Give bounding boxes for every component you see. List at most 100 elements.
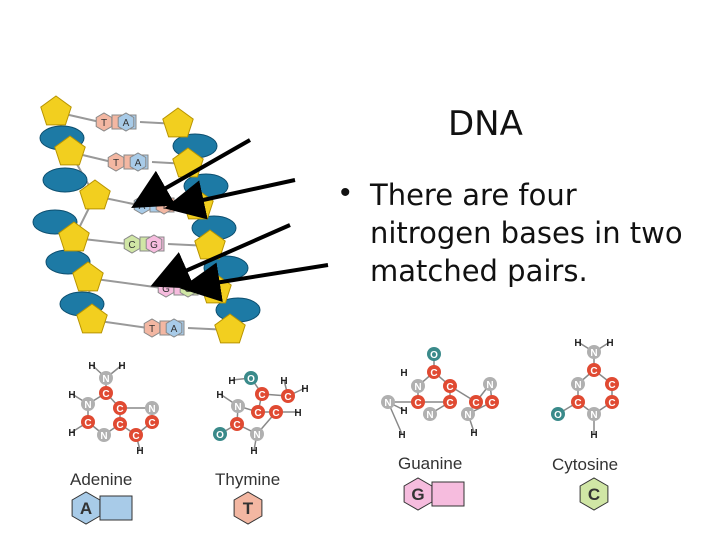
atom-C — [113, 417, 127, 431]
thymine-label: Thymine — [215, 470, 281, 489]
atom-label: H — [250, 446, 257, 457]
atom-N — [587, 345, 601, 359]
atom-label: C — [608, 380, 615, 391]
atom-label: H — [606, 338, 613, 349]
atom-C — [605, 395, 619, 409]
atom-label: C — [132, 431, 139, 442]
bullet-line: matched pairs. — [370, 254, 588, 288]
atom-C — [99, 386, 113, 400]
base-hexagon — [117, 112, 135, 132]
atom-label: C — [84, 418, 91, 429]
bullet-line: There are four — [370, 178, 577, 212]
sugar-pentagon — [162, 107, 194, 138]
atom-N — [381, 395, 395, 409]
atom-label: O — [430, 350, 438, 361]
atom-label: H — [574, 338, 581, 349]
atom-label: C — [148, 418, 155, 429]
base-letter: A — [135, 158, 142, 169]
base-letter: G — [162, 284, 170, 295]
atom-label: O — [216, 430, 224, 441]
atom-N — [145, 401, 159, 415]
atom-N — [571, 377, 585, 391]
atom-label: N — [102, 374, 109, 385]
base-letter: T — [101, 118, 107, 129]
atom-label: C — [608, 398, 615, 409]
atom-label: N — [414, 382, 421, 393]
atom-label: C — [116, 404, 123, 415]
atom-label: N — [148, 404, 155, 415]
atom-label: H — [136, 446, 143, 457]
atom-label: H — [228, 376, 235, 387]
atom-label: H — [398, 430, 405, 441]
sugar-pentagon — [58, 221, 90, 252]
base-icon-letter: G — [411, 485, 424, 504]
base-icon-letter: T — [243, 499, 254, 518]
atom-label: H — [590, 430, 597, 441]
atom-label: N — [574, 380, 581, 391]
atom-label: N — [84, 400, 91, 411]
atom-label: C — [254, 408, 261, 419]
atom-C — [81, 415, 95, 429]
atom-label: H — [216, 390, 223, 401]
atom-N — [461, 407, 475, 421]
atom-C — [255, 387, 269, 401]
atom-label: H — [68, 390, 75, 401]
base-letter: T — [149, 324, 155, 335]
atom-label: H — [301, 384, 308, 395]
base-letter: T — [113, 158, 119, 169]
atom-N — [250, 427, 264, 441]
atom-label: H — [470, 428, 477, 439]
atom-C — [587, 363, 601, 377]
atom-label: H — [68, 428, 75, 439]
slide-title: DNA — [448, 104, 523, 144]
atom-label: O — [554, 410, 562, 421]
base-letter: A — [171, 324, 178, 335]
guanine-label: Guanine — [398, 454, 463, 473]
bullet-line: nitrogen bases in two — [370, 216, 683, 250]
base-icon-letter: C — [588, 485, 600, 504]
atom-N — [411, 379, 425, 393]
pointer-arrow — [131, 138, 251, 208]
base-letter: A — [123, 118, 130, 129]
atom-C — [281, 389, 295, 403]
pointer-arrow — [164, 178, 296, 220]
atom-label: O — [247, 374, 255, 385]
sugar-pentagon — [54, 135, 86, 166]
atom-label: C — [272, 408, 279, 419]
atom-O — [551, 407, 565, 421]
atom-label: C — [446, 398, 453, 409]
atom-label: N — [384, 398, 391, 409]
sugar-pentagon — [72, 261, 104, 292]
atom-label: H — [118, 361, 125, 372]
atom-C — [411, 395, 425, 409]
atom-label: C — [590, 366, 597, 377]
pointer-arrow — [180, 262, 329, 302]
atom-C — [427, 365, 441, 379]
atom-label: N — [426, 410, 433, 421]
atom-label: C — [446, 382, 453, 393]
atom-label: C — [488, 398, 495, 409]
atom-label: H — [400, 406, 407, 417]
atom-N — [423, 407, 437, 421]
atom-C — [605, 377, 619, 391]
atom-label: C — [102, 389, 109, 400]
sugar-pentagon — [76, 303, 108, 334]
atom-C — [485, 395, 499, 409]
bullet-text: There are four nitrogen bases in two mat… — [370, 176, 683, 290]
adenine-label: Adenine — [70, 470, 133, 489]
atom-label: N — [100, 431, 107, 442]
atom-label: C — [258, 390, 265, 401]
sugar-pentagon — [79, 179, 111, 210]
atom-label: C — [574, 398, 581, 409]
atom-label: H — [400, 368, 407, 379]
atom-label: N — [464, 410, 471, 421]
atom-C — [230, 417, 244, 431]
atom-label: C — [414, 398, 421, 409]
atom-C — [269, 405, 283, 419]
base-letter: G — [150, 240, 158, 251]
atom-C — [113, 401, 127, 415]
atom-O — [244, 371, 258, 385]
cytosine-icon — [579, 477, 609, 511]
atom-label: N — [486, 380, 493, 391]
